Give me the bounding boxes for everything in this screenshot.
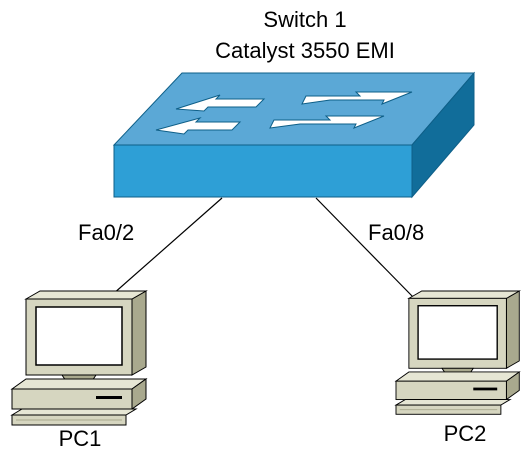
switch-name-label: Switch 1	[263, 7, 346, 32]
switch-model-label: Catalyst 3550 EMI	[215, 38, 395, 63]
port-label-pc1: Fa0/2	[78, 220, 134, 245]
desktop-pc-icon	[11, 290, 147, 426]
link-switch-pc2	[315, 197, 415, 299]
pc2-label: PC2	[444, 421, 487, 446]
switch-icon	[112, 71, 476, 199]
switch-arrows	[155, 91, 413, 135]
link-switch-pc1	[103, 197, 223, 303]
port-label-pc2: Fa0/8	[368, 220, 424, 245]
pc1-label: PC1	[59, 426, 102, 451]
desktop-pc-icon	[395, 290, 520, 415]
